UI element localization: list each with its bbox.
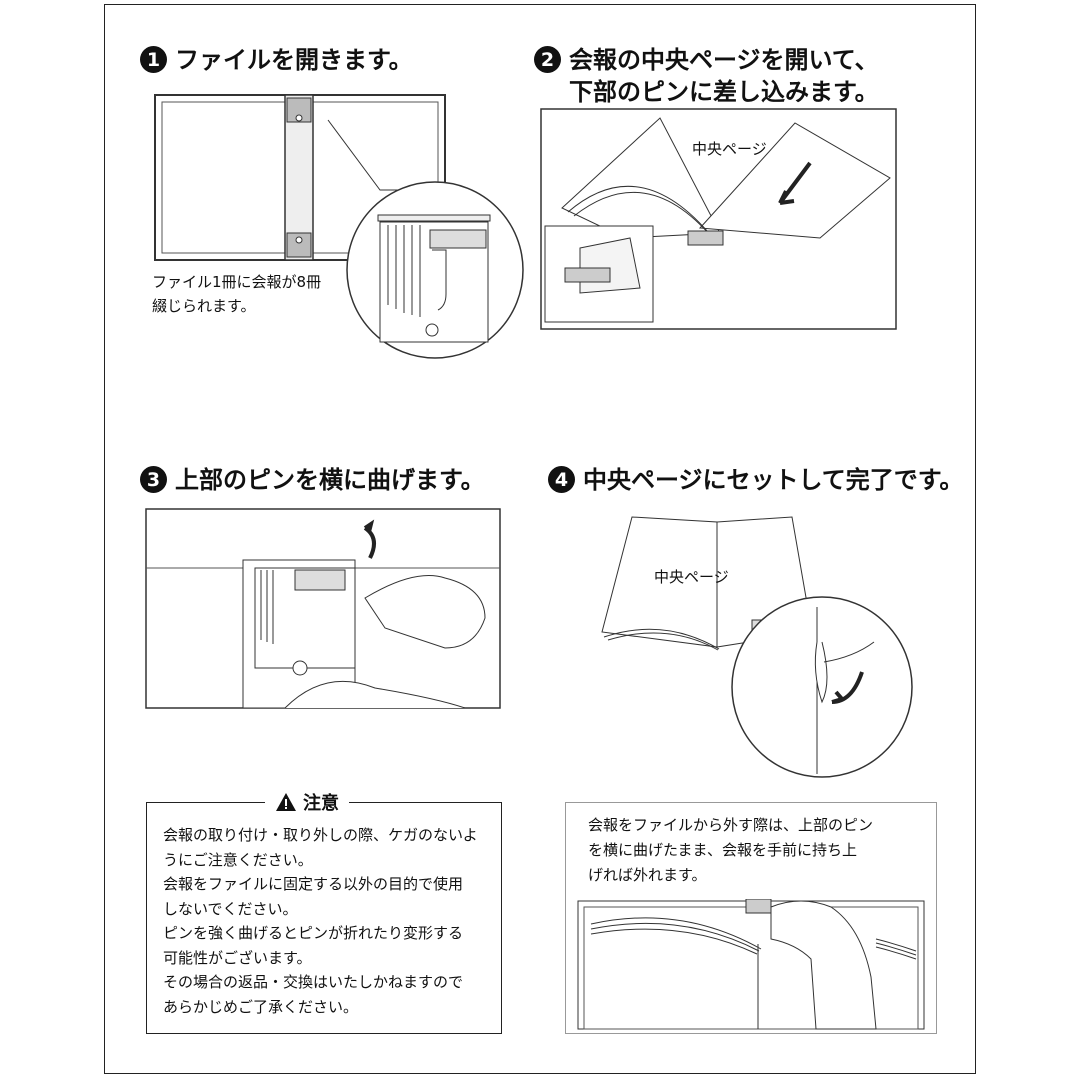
caution-line: 会報をファイルに固定する以外の目的で使用 [163, 872, 493, 897]
caution-title: 注意 [303, 789, 339, 815]
step-1-illustration [150, 90, 530, 380]
step-4-heading: 4 中央ページにセットして完了です。 [548, 464, 963, 496]
caution-line: その場合の返品・交換はいたしかねますので [163, 970, 493, 995]
step-2-heading: 2 会報の中央ページを開いて、 下部のピンに差し込みます。 [534, 44, 879, 108]
step-2-center-page-label: 中央ページ [692, 138, 767, 159]
step-3-heading: 3 上部のピンを横に曲げます。 [140, 464, 485, 496]
caution-box: 注意 会報の取り付け・取り外しの際、ケガのないよ うにご注意ください。 会報をフ… [146, 802, 502, 1034]
step-3-number: 3 [140, 466, 167, 493]
removal-illustration [576, 899, 926, 1031]
caution-line: 会報の取り付け・取り外しの際、ケガのないよ [163, 823, 493, 848]
step-1-text: ファイルを開きます。 [175, 44, 413, 76]
step-1-heading: 1 ファイルを開きます。 [140, 44, 413, 76]
caution-line: あらかじめご了承ください。 [163, 995, 493, 1020]
step-4-center-page-label: 中央ページ [654, 566, 729, 587]
caution-line: うにご注意ください。 [163, 848, 493, 873]
step-4-number: 4 [548, 466, 575, 493]
caution-line: 可能性がございます。 [163, 946, 493, 971]
step-1-caption: ファイル1冊に会報が8冊 綴じられます。 [152, 270, 321, 318]
step-2-number: 2 [534, 46, 561, 73]
removal-instructions-box: 会報をファイルから外す際は、上部のピン を横に曲げたまま、会報を手前に持ち上 げ… [565, 802, 937, 1034]
step-4-text: 中央ページにセットして完了です。 [583, 464, 963, 496]
step-3-text: 上部のピンを横に曲げます。 [175, 464, 485, 496]
step-4-illustration [592, 512, 922, 780]
caution-body: 会報の取り付け・取り外しの際、ケガのないよ うにご注意ください。 会報をファイル… [163, 823, 493, 1019]
removal-text: 会報をファイルから外す際は、上部のピン を横に曲げたまま、会報を手前に持ち上 げ… [588, 813, 928, 888]
caution-heading: 注意 [265, 789, 349, 815]
caution-line: ピンを強く曲げるとピンが折れたり変形する [163, 921, 493, 946]
warning-icon [275, 792, 297, 812]
step-1-number: 1 [140, 46, 167, 73]
caution-line: しないでください。 [163, 897, 493, 922]
step-2-text: 会報の中央ページを開いて、 下部のピンに差し込みます。 [569, 44, 879, 108]
step-3-illustration [145, 508, 502, 710]
